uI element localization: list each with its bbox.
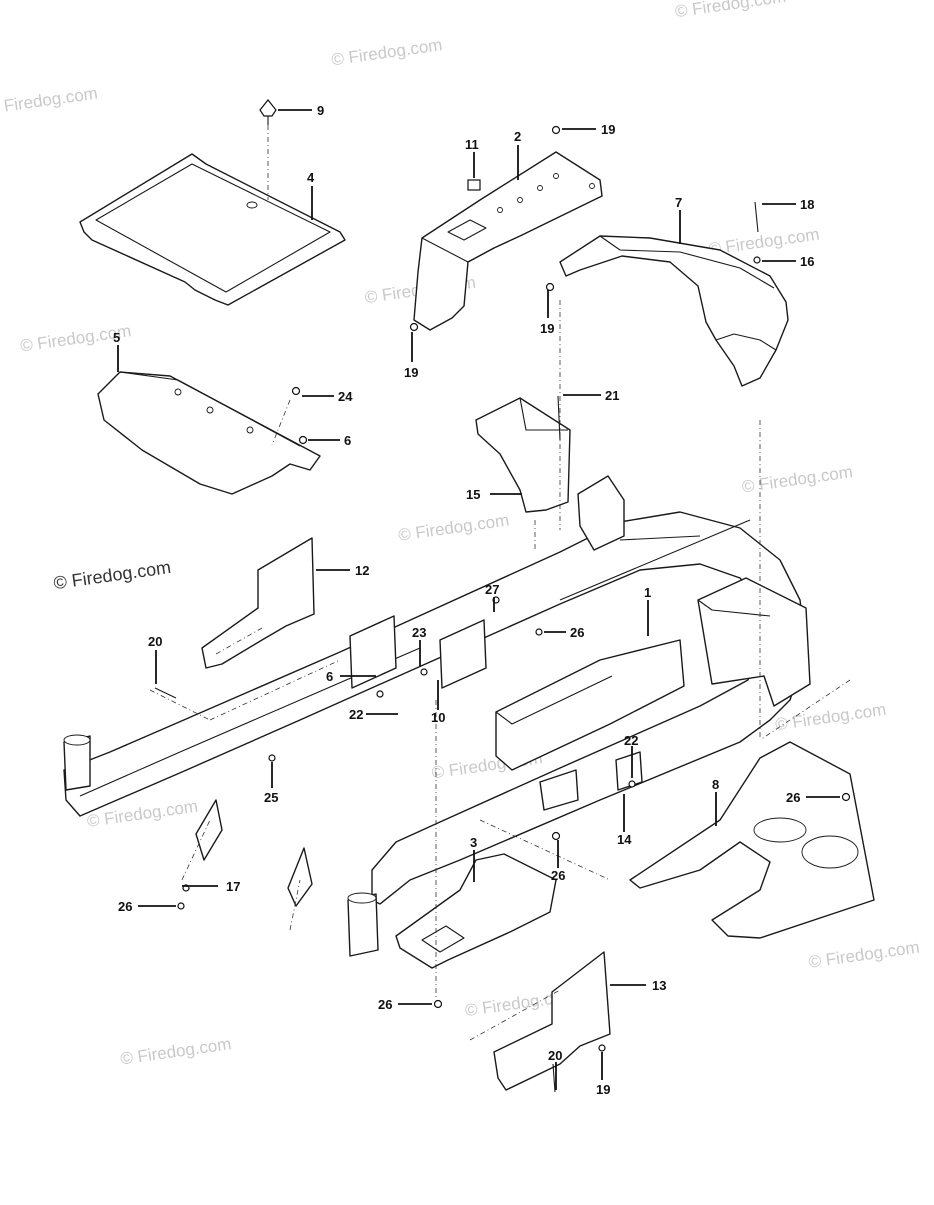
bolt-icon [754,201,759,233]
bolt-icon [154,687,177,699]
callout-label: 19 [596,1082,610,1097]
callout-label: 6 [344,433,351,448]
side-plate-part [201,537,315,669]
assembly-lines [149,300,611,1000]
callout-label: 15 [466,487,480,502]
nut-icon [535,628,543,636]
nut-icon [298,435,308,445]
watermark: © Firedog.com [397,510,510,544]
leader-lines [117,109,840,1090]
plate-part [475,397,571,550]
callout-label: 26 [570,625,584,640]
callout-label: 19 [404,365,418,380]
callout-label: 18 [800,197,814,212]
bolt-icon [409,322,419,332]
callout-label: 22 [624,733,638,748]
callout-label: 21 [605,388,619,403]
bottom-plate-part [395,853,557,969]
nut-icon [841,792,851,802]
bracket-part [413,151,603,331]
skid-plate-part [629,420,875,939]
callout-label: 23 [412,625,426,640]
bolt-icon [557,395,561,441]
bolt-icon [552,1063,556,1093]
watermark: © Firedog.com [330,35,443,69]
callout-label: 25 [264,790,278,805]
bolt-icon [291,386,301,396]
callout-label: 20 [148,634,162,649]
bolt-icon [598,1044,606,1052]
callout-label: 22 [349,707,363,722]
washer-icon [753,256,761,264]
callout-label: 8 [712,777,719,792]
watermark: © Firedog.com [807,938,920,972]
callout-label: 11 [465,137,479,152]
callout-label: 4 [307,170,315,185]
nut-icon [420,668,428,676]
callout-label: 24 [338,389,353,404]
nut-icon [467,179,481,191]
watermark: © Firedog.com [0,84,99,118]
cover-part [97,371,321,495]
callout-label: 2 [514,129,521,144]
callout-label: 14 [617,832,632,847]
callout-label: 26 [118,899,132,914]
bolt-icon [545,282,555,292]
watermark: © Firedog.com [774,700,887,734]
callout-label: 16 [800,254,814,269]
callout-label: 13 [652,978,666,993]
callout-label: 12 [355,563,369,578]
main-frame-part [63,475,811,957]
callout-label: 26 [551,868,565,883]
callout-label: 19 [601,122,615,137]
callout-label: 9 [317,103,324,118]
nut-icon [628,780,636,788]
lower-side-plate-part [469,951,611,1091]
callout-label: 19 [540,321,554,336]
watermark: © Firedog.com [741,462,854,496]
knob-part [259,99,277,200]
hardware-layer [154,125,851,1093]
callout-label: 5 [113,330,120,345]
callout-label: 20 [548,1048,562,1063]
callout-label: 7 [675,195,682,210]
callout-label: 1 [644,585,651,600]
nut-icon [433,999,443,1009]
guard-part [559,235,789,387]
nut-icon [177,902,185,910]
floor-mat-part [79,153,346,306]
callout-label: 10 [431,710,445,725]
nut-icon [376,690,384,698]
watermark: © Firedog.com [52,557,172,593]
watermark: © Firedog.com [119,1034,232,1068]
callout-label: 27 [485,582,499,597]
callout-label: 17 [226,879,240,894]
nut-icon [551,831,561,841]
callout-label: 3 [470,835,477,850]
callout-label: 26 [786,790,800,805]
bolt-icon [551,125,561,135]
callout-label: 26 [378,997,392,1012]
callout-label: 6 [326,669,333,684]
nut-icon [268,754,276,762]
callout-labels: 9 4 11 2 19 7 18 16 19 19 5 24 6 21 15 1… [113,103,814,1097]
watermark: © Firedog.com [674,0,787,21]
